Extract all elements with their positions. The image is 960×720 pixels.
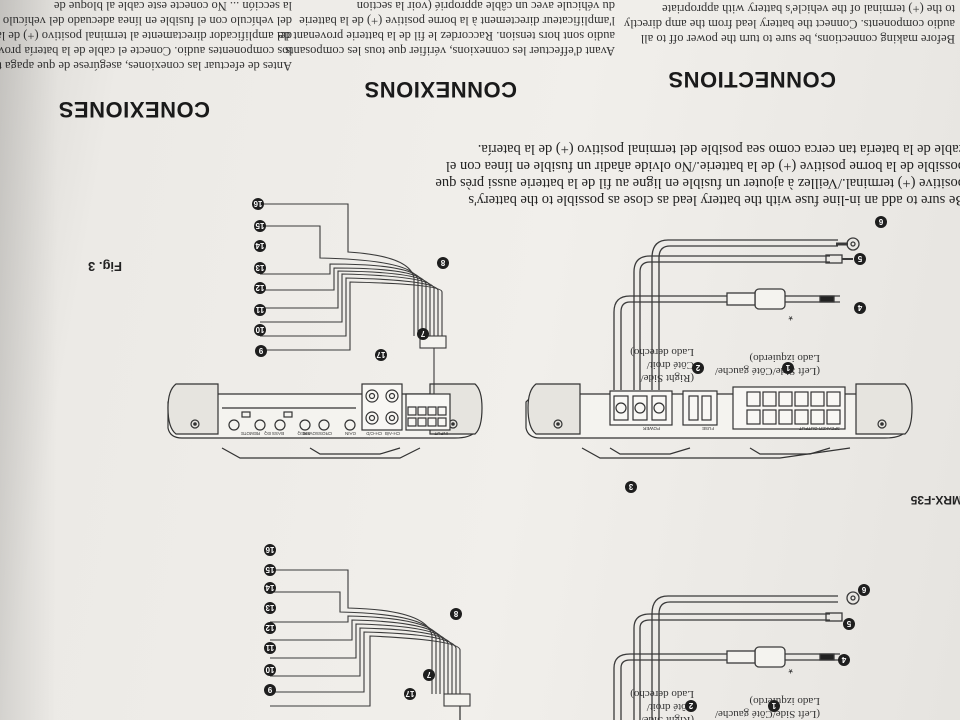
svg-text:1: 1 — [785, 363, 790, 372]
svg-text:2: 2 — [695, 363, 700, 372]
callout-16: 16 — [252, 198, 264, 210]
callout-12: 12 — [254, 282, 266, 294]
callout-5: 5 — [854, 253, 866, 265]
svg-text:1: 1 — [771, 701, 776, 710]
svg-text:CROSSOVER: CROSSOVER — [302, 431, 332, 436]
svg-text:13: 13 — [265, 603, 274, 612]
svg-text:5: 5 — [857, 254, 862, 263]
svg-text:10: 10 — [255, 325, 264, 334]
svg-text:15: 15 — [265, 565, 274, 574]
callout-b-10: 10 — [264, 664, 276, 676]
callout-b-9: 9 — [264, 684, 276, 696]
callout-b-4: 4 — [838, 654, 850, 666]
callouts-top: 1 2 3 4 5 6 7 8 9 10 11 12 13 14 15 16 1… — [252, 198, 887, 493]
svg-text:CH-C/D: CH-C/D — [366, 431, 382, 436]
callout-b-15: 15 — [264, 564, 276, 576]
svg-text:9: 9 — [258, 346, 263, 355]
svg-text:GAIN: GAIN — [345, 431, 356, 436]
signal-harness-top — [260, 203, 447, 394]
power-wires-top — [613, 237, 860, 390]
callout-b-6: 6 — [858, 584, 870, 596]
callouts-bottom: 1 2 4 5 6 7 8 9 10 11 12 13 14 15 16 17 — [264, 544, 870, 712]
svg-text:BASS EQ: BASS EQ — [264, 431, 284, 436]
callout-b-17: 17 — [404, 688, 416, 700]
callout-14: 14 — [254, 240, 266, 252]
svg-text:FUSE: FUSE — [702, 426, 714, 431]
callout-b-12: 12 — [264, 622, 276, 634]
callout-6: 6 — [875, 216, 887, 228]
callout-2: 2 — [692, 362, 704, 374]
svg-text:15: 15 — [255, 221, 264, 230]
svg-text:3: 3 — [628, 482, 633, 491]
callout-b-1: 1 — [768, 700, 780, 712]
svg-text:7: 7 — [426, 670, 431, 679]
panel-labels: SPEAKER OUTPUT FUSE POWER INPUT CH-A/B C… — [241, 426, 840, 436]
svg-text:16: 16 — [265, 545, 274, 554]
callout-1: 1 — [782, 362, 794, 374]
callout-b-16: 16 — [264, 544, 276, 556]
amp-left-side-top — [525, 383, 913, 459]
callout-15: 15 — [254, 220, 266, 232]
callout-7: 7 — [417, 328, 429, 340]
svg-text:8: 8 — [453, 609, 458, 618]
svg-text:13: 13 — [255, 263, 264, 272]
svg-text:REMOTE: REMOTE — [241, 431, 260, 436]
callout-b-7: 7 — [423, 669, 435, 681]
svg-text:8: 8 — [440, 258, 445, 267]
svg-text:7: 7 — [420, 329, 425, 338]
callout-b-13: 13 — [264, 602, 276, 614]
callout-b-14: 14 — [264, 582, 276, 594]
svg-text:11: 11 — [265, 643, 274, 652]
svg-text:FREQ: FREQ — [297, 431, 310, 436]
callout-3: 3 — [625, 481, 637, 493]
svg-text:CH-A/B: CH-A/B — [385, 431, 400, 436]
svg-text:5: 5 — [846, 619, 851, 628]
callout-b-2: 2 — [685, 700, 697, 712]
svg-text:12: 12 — [255, 283, 264, 292]
svg-text:INPUT: INPUT — [434, 431, 448, 436]
svg-text:14: 14 — [255, 241, 264, 250]
amp-right-side-top — [167, 383, 483, 459]
svg-text:16: 16 — [253, 199, 262, 208]
callout-11: 11 — [254, 304, 266, 316]
svg-text:17: 17 — [405, 689, 414, 698]
callout-b-11: 11 — [264, 642, 276, 654]
svg-text:2: 2 — [688, 701, 693, 710]
callout-17: 17 — [375, 349, 387, 361]
bottom-figure — [270, 569, 860, 720]
svg-text:SPEAKER OUTPUT: SPEAKER OUTPUT — [799, 426, 840, 431]
callout-4: 4 — [854, 302, 866, 314]
callout-8: 8 — [437, 257, 449, 269]
callout-9: 9 — [255, 345, 267, 357]
svg-text:10: 10 — [265, 665, 274, 674]
callout-b-8: 8 — [450, 608, 462, 620]
svg-text:12: 12 — [265, 623, 274, 632]
callout-13: 13 — [254, 262, 266, 274]
svg-text:9: 9 — [267, 685, 272, 694]
svg-text:POWER: POWER — [642, 426, 660, 431]
svg-text:6: 6 — [878, 217, 883, 226]
svg-text:4: 4 — [841, 655, 846, 664]
svg-text:6: 6 — [861, 585, 866, 594]
callout-b-5: 5 — [843, 618, 855, 630]
callout-10: 10 — [254, 324, 266, 336]
svg-text:14: 14 — [265, 583, 274, 592]
svg-text:11: 11 — [255, 305, 264, 314]
svg-text:17: 17 — [376, 350, 385, 359]
svg-text:4: 4 — [857, 303, 862, 312]
